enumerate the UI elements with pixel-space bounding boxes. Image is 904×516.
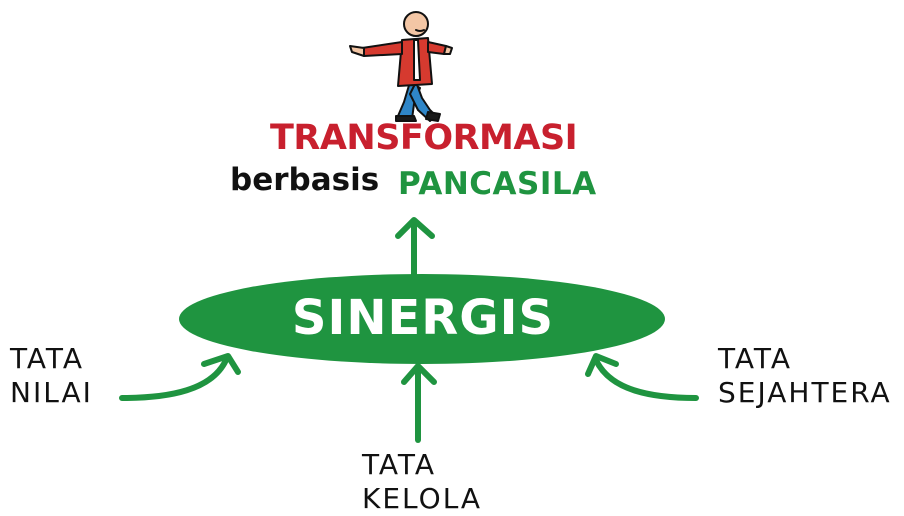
input-line2: SEJAHTERA [718,376,892,409]
sinergis-ellipse [179,274,665,364]
input-tata-sejahtera: TATA SEJAHTERA [718,342,892,410]
arrow-up-to-title [395,217,435,281]
input-line1: TATA [362,448,436,481]
input-line2: NILAI [10,376,93,409]
input-tata-kelola: TATA KELOLA [362,448,482,516]
input-line2: KELOLA [362,482,483,515]
arrow-from-tata-nilai [119,353,241,401]
input-line1: TATA [718,342,792,375]
title-transformasi: TRANSFORMASI [270,118,578,158]
arrow-from-tata-sejahtera [585,353,699,401]
arrow-from-tata-kelola [401,363,437,443]
title-berbasis: berbasis [230,162,380,198]
walking-person-icon [349,11,453,122]
title-pancasila: PANCASILA [398,166,597,202]
center-label: SINERGIS [291,290,555,346]
input-line1: TATA [10,342,84,375]
input-tata-nilai: TATA NILAI [10,342,93,410]
